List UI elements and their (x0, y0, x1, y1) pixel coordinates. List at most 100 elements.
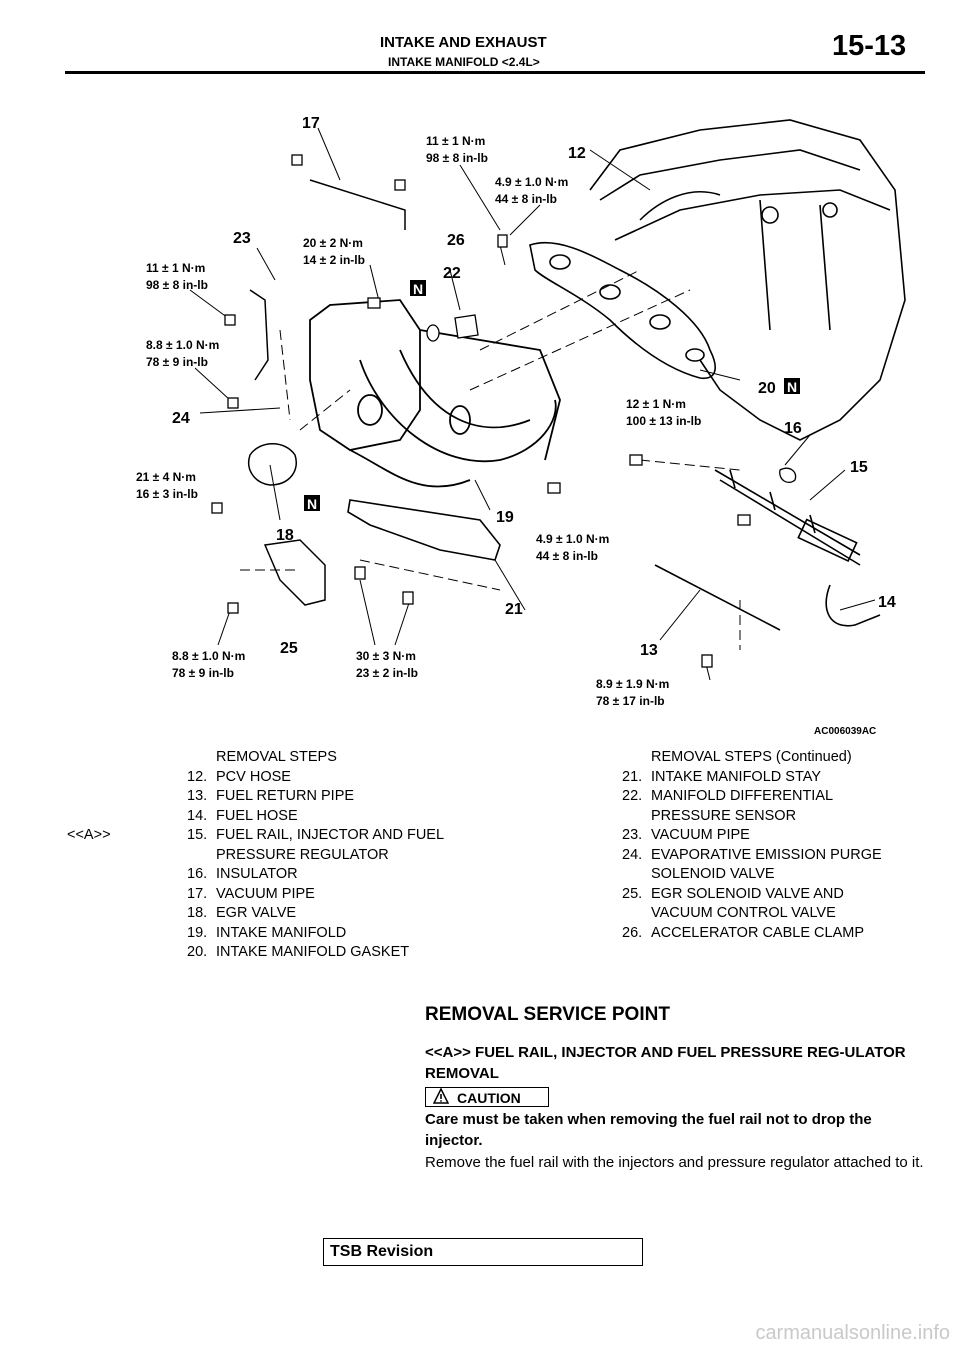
new-part-mark-icon (304, 495, 320, 511)
bolt-icon (291, 154, 303, 166)
torque-label: 44 ± 8 in-lb (536, 549, 598, 563)
list-item: 12.PCV HOSE (187, 768, 291, 785)
callout-24: 24 (172, 410, 190, 427)
new-part-label: N (787, 379, 797, 395)
torque-label: 4.9 ± 1.0 N·m (495, 175, 568, 189)
bolt-icon (629, 454, 643, 466)
removal-steps-continued-list: REMOVAL STEPS (Continued) 21.INTAKE MANI… (622, 748, 922, 943)
removal-steps-heading: REMOVAL STEPS (216, 749, 337, 765)
torque-label: 20 ± 2 N·m (303, 236, 363, 250)
engine-outline (589, 119, 906, 441)
oring-icon (426, 324, 440, 342)
callout-12: 12 (568, 145, 586, 162)
bolt-icon (701, 654, 713, 668)
service-point-subtitle: <<A>> FUEL RAIL, INJECTOR AND FUEL PRESS… (425, 1044, 906, 1082)
torque-label: 11 ± 1 N·m (146, 261, 205, 275)
section-subtitle: INTAKE MANIFOLD <2.4L> (388, 55, 540, 69)
list-item: 26.ACCELERATOR CABLE CLAMP (622, 924, 864, 941)
bolt-icon (224, 314, 236, 326)
callout-21: 21 (505, 601, 523, 618)
instruction-text: Remove the fuel rail with the injectors … (425, 1154, 924, 1171)
fuel-rail-shape (654, 469, 881, 631)
callout-15: 15 (850, 459, 868, 476)
callout-18: 18 (276, 527, 294, 544)
list-item: 21.INTAKE MANIFOLD STAY (622, 768, 821, 785)
callout-14: 14 (878, 594, 896, 611)
egr-valve-shape (248, 443, 326, 606)
section-title: INTAKE AND EXHAUST (380, 34, 547, 51)
exploded-parts-diagram: 17 12 26 23 22 20 24 16 15 19 18 14 21 2… (136, 115, 906, 708)
torque-label: 98 ± 8 in-lb (146, 278, 208, 292)
list-item: 23.VACUUM PIPE (622, 827, 750, 843)
nut-icon (367, 297, 381, 309)
callout-13: 13 (640, 642, 658, 659)
torque-label: 8.9 ± 1.9 N·m (596, 677, 669, 691)
bolt-icon (227, 602, 239, 614)
torque-label: 78 ± 9 in-lb (172, 666, 234, 680)
torque-label: 23 ± 2 in-lb (356, 666, 418, 680)
manifold-stay-shape (347, 499, 501, 561)
callout-numbers: 17 12 26 23 22 20 24 16 15 19 18 14 21 2… (172, 115, 896, 659)
diagram-code: AC006039AC (814, 726, 877, 737)
tsb-revision-box: TSB Revision (323, 1238, 643, 1266)
sensor-icon (454, 314, 479, 339)
list-item: 14.FUEL HOSE (187, 807, 298, 824)
torque-label: 78 ± 17 in-lb (596, 694, 665, 708)
bolt-icon (402, 591, 414, 605)
bolt-icon (354, 566, 366, 580)
list-item: 17.VACUUM PIPE (187, 885, 315, 902)
header-rule (65, 71, 925, 74)
callout-26: 26 (447, 232, 465, 249)
bolt-icon (737, 514, 751, 526)
page-number: 15-13 (832, 30, 907, 62)
torque-label: 8.8 ± 1.0 N·m (146, 338, 219, 352)
torque-label: 78 ± 9 in-lb (146, 355, 208, 369)
new-part-marks: N N N (304, 280, 800, 512)
intake-manifold-shape (309, 299, 561, 488)
torque-label: 8.8 ± 1.0 N·m (172, 649, 245, 663)
watermark: carmanualsonline.info (755, 1322, 950, 1344)
insulator-icon (779, 467, 797, 484)
removal-service-point-heading: REMOVAL SERVICE POINT (425, 1004, 670, 1025)
callout-20: 20 (758, 380, 776, 397)
callout-25: 25 (280, 640, 298, 657)
service-point-marker: <<A>> (67, 827, 111, 843)
new-part-mark-icon (410, 280, 426, 296)
removal-steps-list: REMOVAL STEPS 12.PCV HOSE 13.FUEL RETURN… (187, 748, 467, 963)
callout-22: 22 (443, 265, 461, 282)
torque-label: 12 ± 1 N·m (626, 397, 686, 411)
callout-17: 17 (302, 115, 320, 132)
gasket-shape (529, 241, 716, 379)
torque-label: 14 ± 2 in-lb (303, 253, 365, 267)
new-part-label: N (413, 281, 423, 297)
torque-labels: 11 ± 1 N·m 98 ± 8 in-lb 4.9 ± 1.0 N·m 44… (136, 134, 701, 708)
warning-triangle-icon (432, 1087, 450, 1109)
list-item: 20.INTAKE MANIFOLD GASKET (187, 944, 410, 960)
caution-box: CAUTION (425, 1087, 549, 1107)
bolt-icon (497, 234, 508, 248)
vacuum-pipe-shape (249, 179, 721, 381)
torque-label: 21 ± 4 N·m (136, 470, 196, 484)
bolt-icon (547, 482, 561, 494)
callout-19: 19 (496, 509, 514, 526)
alignment-lines (240, 269, 741, 650)
list-item: 18.EGR VALVE (187, 905, 297, 921)
bolt-icon (394, 179, 406, 191)
caution-label: CAUTION (457, 1090, 521, 1106)
list-item: 13.FUEL RETURN PIPE (187, 788, 355, 804)
removal-steps-continued-heading: REMOVAL STEPS (Continued) (651, 749, 852, 765)
new-part-label: N (307, 496, 317, 512)
torque-label: 16 ± 3 in-lb (136, 487, 198, 501)
bolts (211, 154, 797, 668)
callout-23: 23 (233, 230, 251, 247)
leader-lines (189, 127, 876, 681)
caution-text: Care must be taken when removing the fue… (425, 1111, 872, 1149)
torque-label: 44 ± 8 in-lb (495, 192, 557, 206)
callout-16: 16 (784, 420, 802, 437)
list-item: 16.INSULATOR (187, 866, 298, 882)
bolt-icon (211, 502, 223, 514)
torque-label: 100 ± 13 in-lb (626, 414, 701, 428)
